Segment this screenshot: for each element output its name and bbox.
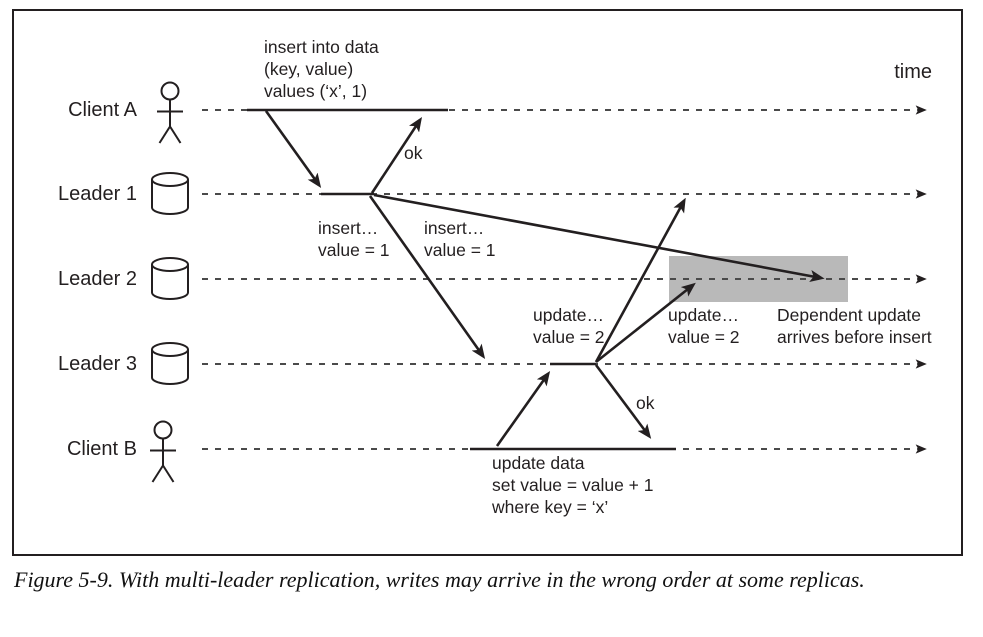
- arrow-update-clientb-to-leader3: [495, 371, 551, 447]
- message-arrows: [264, 110, 825, 447]
- database-icon-leader-2: [151, 257, 189, 300]
- row-label-client-b: Client B: [66, 438, 137, 460]
- figure-caption: Figure 5-9. With multi-leader replicatio…: [14, 567, 865, 592]
- annotation-update-msg-right: update… value = 2: [668, 305, 740, 347]
- row-label-leader-1: Leader 1: [58, 183, 137, 205]
- arrow-ok-leader3-to-clientb: [594, 364, 652, 439]
- annotation-insert-statement: insert into data (key, value) values (‘x…: [264, 37, 379, 101]
- arrow-update-leader3-to-leader1: [594, 197, 686, 363]
- time-axis-label: time: [894, 61, 932, 83]
- annotation-insert-msg-left: insert… value = 1: [318, 218, 390, 260]
- row-label-leader-3: Leader 3: [58, 353, 137, 375]
- timelines: [202, 105, 927, 454]
- database-icon-leader-1: [151, 172, 189, 215]
- annotation-ok-top: ok: [404, 143, 423, 163]
- arrow-update-leader3-to-leader2: [595, 282, 696, 364]
- database-icon-leader-3: [151, 342, 189, 385]
- arrow-insert-leader1-to-leader2: [373, 193, 825, 282]
- row-label-client-a: Client A: [68, 99, 137, 121]
- highlight-box: [669, 256, 848, 302]
- annotation-insert-msg-right: insert… value = 1: [424, 218, 496, 260]
- annotation-update-statement: update data set value = value + 1 where …: [492, 453, 654, 517]
- activity-segments: [247, 108, 676, 451]
- annotation-dependent-note: Dependent update arrives before insert: [777, 305, 932, 347]
- arrow-insert-clienta-to-leader1: [264, 110, 322, 188]
- arrow-insert-leader1-to-leader3: [368, 195, 486, 359]
- annotation-ok-bottom: ok: [636, 393, 655, 413]
- arrow-ok-leader1-to-clienta: [370, 116, 422, 194]
- annotation-update-msg-left: update… value = 2: [533, 305, 605, 347]
- person-icon-client-a: [157, 81, 183, 144]
- person-icon-client-b: [150, 420, 176, 483]
- diagram-border: [12, 9, 963, 556]
- row-label-leader-2: Leader 2: [58, 268, 137, 290]
